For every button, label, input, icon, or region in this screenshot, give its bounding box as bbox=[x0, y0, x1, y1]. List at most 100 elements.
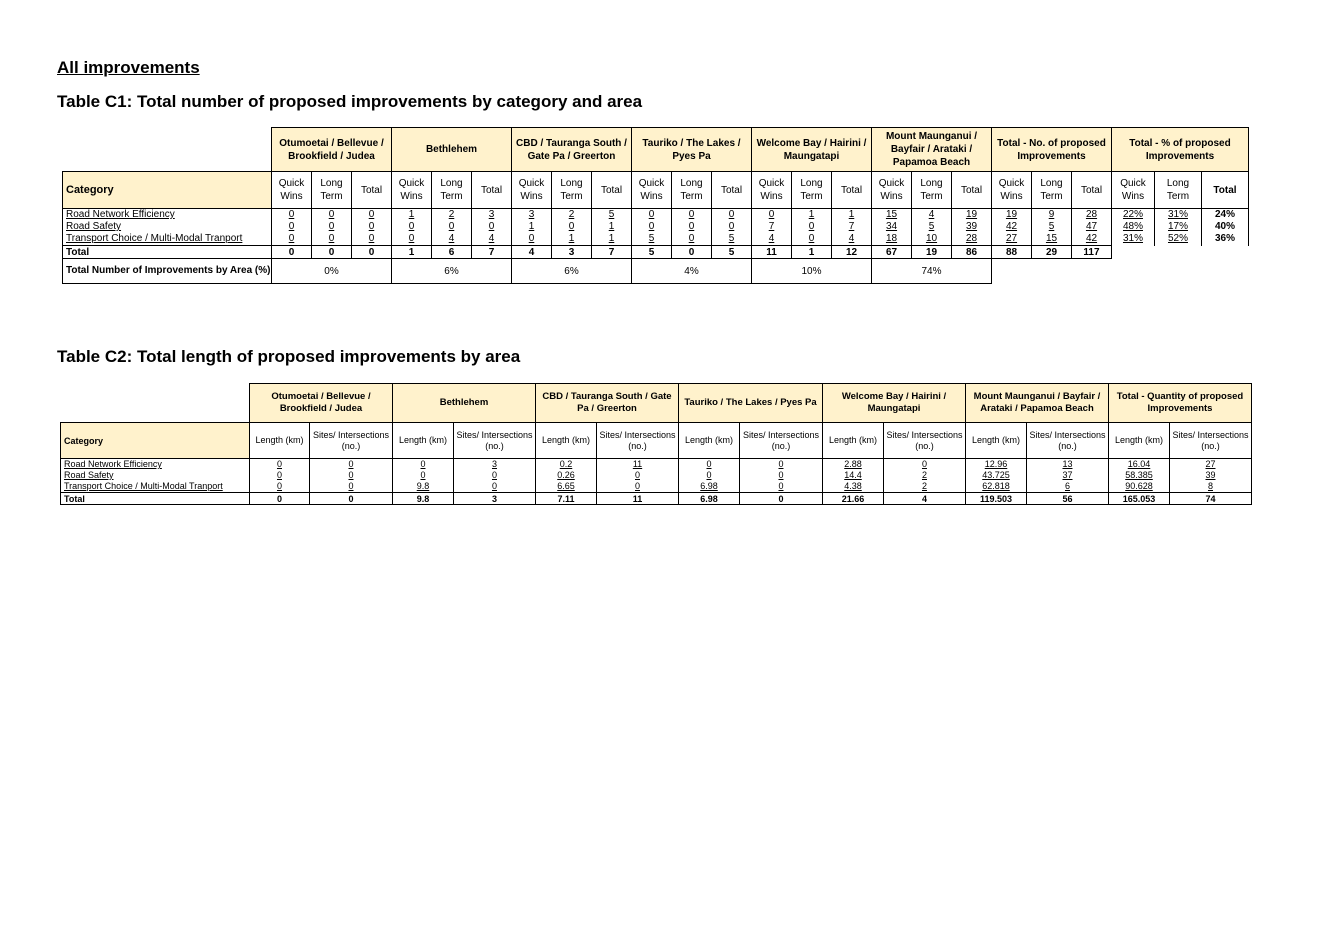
column-subheader: Total bbox=[351, 171, 392, 209]
table-cell: 19 bbox=[951, 208, 992, 221]
table-cell: 10 bbox=[911, 233, 952, 246]
column-subheader: Quick Wins bbox=[271, 171, 312, 209]
table-cell: 6.98 bbox=[678, 481, 740, 493]
area-header: Mount Maunganui / Bayfair / Arataki / Pa… bbox=[965, 383, 1109, 423]
column-subheader: Long Term bbox=[311, 171, 352, 209]
column-subheader: Total bbox=[471, 171, 512, 209]
table-cell: 5 bbox=[631, 233, 672, 246]
table-cell: 0 bbox=[311, 245, 352, 259]
table-cell: 0 bbox=[671, 245, 712, 259]
table-cell: 11 bbox=[751, 245, 792, 259]
table-cell: 165.053 bbox=[1108, 492, 1170, 505]
area-header: Otumoetai / Bellevue / Brookfield / Jude… bbox=[271, 127, 392, 172]
area-header: Tauriko / The Lakes / Pyes Pa bbox=[631, 127, 752, 172]
area-percent-cell: 4% bbox=[631, 258, 752, 284]
area-header: CBD / Tauranga South / Gate Pa / Greerto… bbox=[535, 383, 679, 423]
table-cell: 1 bbox=[591, 233, 632, 246]
area-header: Bethlehem bbox=[391, 127, 512, 172]
table-cell: 5 bbox=[591, 208, 632, 221]
table-cell: 5 bbox=[631, 245, 672, 259]
table-cell: 74 bbox=[1169, 492, 1252, 505]
table-cell: 0 bbox=[309, 470, 393, 481]
table-cell: 19 bbox=[911, 245, 952, 259]
table-cell: 0 bbox=[311, 233, 352, 246]
area-header: Total - No. of proposed Improvements bbox=[991, 127, 1112, 172]
table-cell: 0 bbox=[391, 221, 432, 233]
table-cell: 0 bbox=[392, 470, 454, 481]
table-cell: 6 bbox=[431, 245, 472, 259]
table-cell: 4 bbox=[911, 208, 952, 221]
column-subheader: Length (km) bbox=[822, 422, 884, 459]
table-cell: 9.8 bbox=[392, 492, 454, 505]
table-cell: 4 bbox=[831, 233, 872, 246]
table-cell: 7 bbox=[591, 245, 632, 259]
table-cell: 0.26 bbox=[535, 470, 597, 481]
area-percent-row: Total Number of Improvements by Area (%)… bbox=[62, 258, 1249, 284]
table-cell: 0 bbox=[631, 221, 672, 233]
table-c2-subheader-row: Category Length (km)Sites/ Intersections… bbox=[60, 422, 1252, 459]
table-cell: 2.88 bbox=[822, 458, 884, 470]
table-cell: 0 bbox=[271, 208, 312, 221]
table-cell: 5 bbox=[711, 233, 752, 246]
column-subheader: Quick Wins bbox=[391, 171, 432, 209]
table-cell: 0 bbox=[309, 481, 393, 493]
table-c2: Otumoetai / Bellevue / Brookfield / Jude… bbox=[60, 383, 1252, 505]
table-cell: 5 bbox=[711, 245, 752, 259]
table-cell: 0 bbox=[311, 221, 352, 233]
table-c1-title: Table C1: Total number of proposed impro… bbox=[57, 92, 643, 111]
table-cell: 0 bbox=[739, 481, 823, 493]
table-cell: 11 bbox=[596, 492, 679, 505]
table-cell: 86 bbox=[951, 245, 992, 259]
table-cell: 0 bbox=[392, 458, 454, 470]
table-cell: 28 bbox=[1071, 208, 1112, 221]
column-subheader: Total bbox=[951, 171, 992, 209]
table-cell: 117 bbox=[1071, 245, 1112, 259]
table-cell: 1 bbox=[551, 233, 592, 246]
table-cell: 0 bbox=[711, 221, 752, 233]
table-cell: 39 bbox=[1169, 470, 1252, 481]
table-cell: 0 bbox=[351, 233, 392, 246]
column-subheader: Sites/ Intersections (no.) bbox=[309, 422, 393, 459]
area-header: Mount Maunganui / Bayfair / Arataki / Pa… bbox=[871, 127, 992, 172]
table-cell: 0 bbox=[249, 470, 310, 481]
column-subheader: Total bbox=[591, 171, 632, 209]
table-cell: 18 bbox=[871, 233, 912, 246]
table-cell: 16.04 bbox=[1108, 458, 1170, 470]
table-cell: 4 bbox=[751, 233, 792, 246]
table-cell: 3 bbox=[453, 492, 536, 505]
table-cell: 3 bbox=[453, 458, 536, 470]
table-cell: 11 bbox=[596, 458, 679, 470]
table-cell: 0 bbox=[739, 470, 823, 481]
column-subheader: Length (km) bbox=[1108, 422, 1170, 459]
table-cell: 31% bbox=[1111, 233, 1155, 246]
table-cell: 8 bbox=[1169, 481, 1252, 493]
table-cell: 0 bbox=[678, 470, 740, 481]
table-cell: 0 bbox=[271, 245, 312, 259]
row-label: Total bbox=[62, 245, 272, 259]
table-cell: 56 bbox=[1026, 492, 1109, 505]
table-cell: 14.4 bbox=[822, 470, 884, 481]
table-cell: 1 bbox=[391, 208, 432, 221]
table-cell: 9 bbox=[1031, 208, 1072, 221]
table-cell: 3 bbox=[511, 208, 552, 221]
table-row: Transport Choice / Multi-Modal Tranport 0… bbox=[62, 233, 1249, 246]
table-cell: 88 bbox=[991, 245, 1032, 259]
column-subheader: Quick Wins bbox=[751, 171, 792, 209]
column-subheader: Long Term bbox=[431, 171, 472, 209]
table-cell: 6.98 bbox=[678, 492, 740, 505]
table-cell: 1 bbox=[791, 245, 832, 259]
table-cell: 43.725 bbox=[965, 470, 1027, 481]
column-subheader: Length (km) bbox=[535, 422, 597, 459]
row-label: Transport Choice / Multi-Modal Tranport bbox=[62, 233, 272, 246]
area-header: Welcome Bay / Hairini / Maungatapi bbox=[751, 127, 872, 172]
column-subheader: Quick Wins bbox=[631, 171, 672, 209]
row-label: Road Safety bbox=[60, 470, 250, 481]
table-cell: 2 bbox=[551, 208, 592, 221]
table-cell: 27 bbox=[991, 233, 1032, 246]
table-cell: 0 bbox=[351, 221, 392, 233]
area-percent-cell: 10% bbox=[751, 258, 872, 284]
table-cell: 4 bbox=[511, 245, 552, 259]
